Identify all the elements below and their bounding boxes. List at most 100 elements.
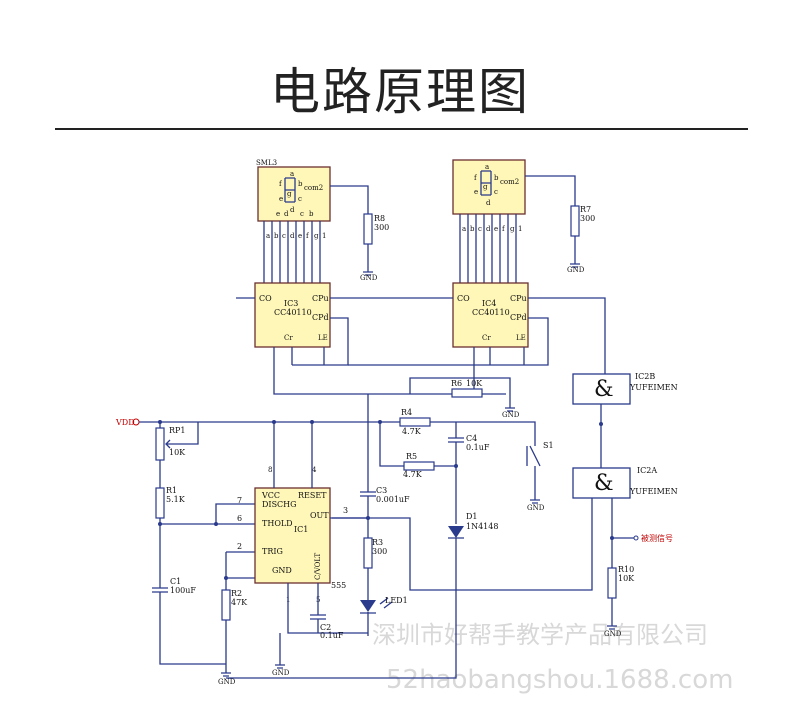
svg-text:VCC: VCC — [261, 491, 280, 500]
resistor-r10 — [607, 567, 617, 599]
svg-text:a: a — [266, 232, 270, 240]
svg-text:THOLD: THOLD — [262, 519, 293, 528]
svg-text:c: c — [282, 232, 286, 240]
c3-label: C3 — [376, 486, 387, 495]
svg-text:Cr: Cr — [284, 334, 293, 342]
svg-text:b: b — [274, 232, 279, 240]
resistor-r7 — [570, 205, 580, 237]
s1-label: S1 — [543, 441, 554, 450]
r6-label: R6 — [451, 379, 462, 388]
svg-text:IC4: IC4 — [482, 299, 496, 308]
resistor-r6 — [451, 388, 483, 398]
resistor-r5 — [403, 461, 435, 471]
counter-ic3: CO CPu CPd IC3 CC40110 Cr LE — [254, 282, 331, 348]
svg-text:f: f — [502, 225, 506, 233]
svg-text:LE: LE — [516, 334, 526, 342]
led-symbol — [360, 600, 376, 612]
seven-segment-display-right: a f b g e c d com2 — [452, 159, 526, 215]
r7-label: R7 — [580, 205, 591, 214]
svg-text:g: g — [483, 183, 488, 191]
svg-text:4: 4 — [312, 466, 317, 474]
c2-value: 0.1uF — [320, 631, 344, 640]
r1-label: R1 — [166, 486, 177, 495]
r4-value: 4.7K — [402, 427, 422, 436]
gnd-label-c2: GND — [272, 669, 290, 677]
diode-d1 — [448, 526, 464, 538]
seg-a: a — [290, 170, 294, 178]
svg-text:3: 3 — [343, 506, 348, 515]
svg-text:c: c — [478, 225, 482, 233]
c3-value: 0.001uF — [376, 495, 410, 504]
svg-text:1: 1 — [518, 225, 522, 233]
svg-text:IC2A: IC2A — [637, 466, 657, 475]
svg-text:b: b — [494, 174, 499, 182]
svg-text:1: 1 — [322, 232, 326, 240]
svg-text:c: c — [300, 210, 304, 218]
input-signal-label: 被测信号 — [641, 533, 673, 543]
display-label: SML3 — [256, 159, 277, 167]
timer-ic1: VCC DISCHG THOLD TRIG GND RESET OUT IC1 … — [254, 487, 346, 590]
r4-label: R4 — [401, 408, 412, 417]
seg-c: c — [298, 195, 302, 203]
r8-value: 300 — [374, 223, 389, 232]
svg-text:g: g — [314, 232, 319, 240]
gnd-label-r7: GND — [567, 266, 585, 274]
d1-label: D1 — [466, 512, 478, 521]
svg-text:e: e — [474, 188, 478, 196]
svg-text:c: c — [494, 188, 498, 196]
svg-text:a: a — [462, 225, 466, 233]
gnd-label-r10: GND — [604, 630, 622, 638]
counter-ic4: CO CPu CPd IC4 CC40110 Cr LE — [452, 282, 529, 348]
svg-text:555: 555 — [331, 581, 346, 590]
svg-text:g: g — [510, 225, 515, 233]
svg-text:d: d — [284, 210, 289, 218]
svg-text:RESET: RESET — [298, 491, 327, 500]
c1-value: 100uF — [170, 586, 196, 595]
d1-value: 1N4148 — [466, 522, 498, 531]
seg-com: com2 — [304, 184, 323, 192]
svg-text:8: 8 — [268, 466, 272, 474]
seg-f: f — [279, 180, 283, 188]
svg-text:YUFEIMEN: YUFEIMEN — [629, 487, 678, 496]
watermark-url: 52haobangshou.1688.com — [386, 665, 733, 695]
svg-text:CC40110: CC40110 — [274, 308, 312, 317]
led-label: LED1 — [385, 596, 408, 605]
resistor-r2 — [221, 589, 231, 621]
resistor-r1 — [155, 487, 165, 519]
r2-label: R2 — [231, 589, 242, 598]
svg-text:&: & — [594, 471, 614, 496]
r6-value: 10K — [466, 379, 483, 388]
c2-label: C2 — [320, 623, 331, 632]
seg-d: d — [290, 206, 295, 214]
svg-text:f: f — [306, 232, 310, 240]
gnd-label-r8: GND — [360, 274, 378, 282]
svg-text:2: 2 — [237, 542, 242, 551]
svg-text:CO: CO — [259, 294, 272, 303]
gnd-label-s1: GND — [527, 504, 545, 512]
svg-text:com2: com2 — [500, 178, 519, 186]
and-gate-ic2a: & IC2A YUFEIMEN — [572, 466, 678, 499]
r7-value: 300 — [580, 214, 595, 223]
and-gate-ic2b: & IC2B YUFEIMEN — [572, 372, 678, 405]
display-left-pin-labels: a b c d e f g 1 — [266, 232, 326, 240]
seg-e: e — [279, 195, 283, 203]
title-divider — [55, 128, 748, 130]
svg-text:&: & — [594, 377, 614, 402]
svg-text:a: a — [485, 163, 489, 171]
seg-b: b — [298, 180, 303, 188]
seg-g: g — [287, 190, 292, 198]
svg-text:d: d — [486, 225, 491, 233]
page-title: 电路原理图 — [270, 63, 530, 121]
r10-value: 10K — [618, 574, 635, 583]
svg-text:Cr: Cr — [482, 334, 491, 342]
svg-text:LE: LE — [318, 334, 328, 342]
r3-label: R3 — [372, 538, 383, 547]
svg-text:d: d — [290, 232, 295, 240]
svg-text:IC2B: IC2B — [635, 372, 655, 381]
rp1-label: RP1 — [169, 426, 186, 435]
svg-text:d: d — [486, 199, 491, 207]
svg-text:OUT: OUT — [310, 511, 329, 520]
c4-value: 0.1uF — [466, 443, 490, 452]
